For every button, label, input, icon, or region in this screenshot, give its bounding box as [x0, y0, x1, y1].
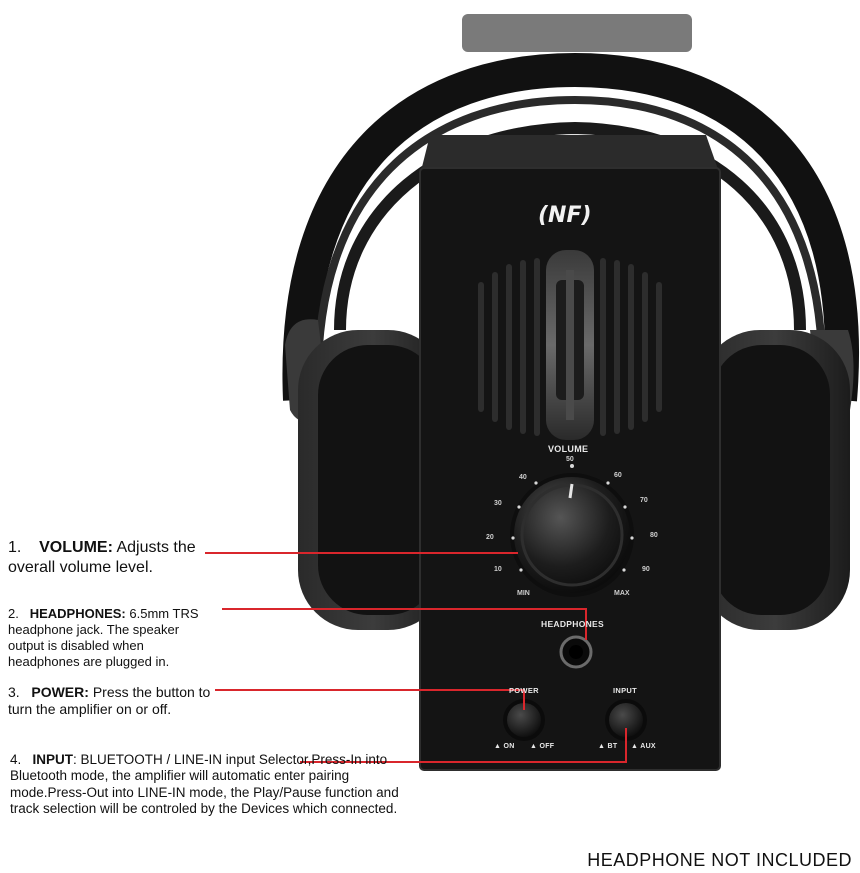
callout-volume: 1. VOLUME: Adjusts the overall volume le…: [8, 538, 218, 577]
headphone-headband: [282, 52, 859, 402]
input-bt-label: ▲ BT: [598, 743, 618, 750]
input-bt-text: BT: [607, 743, 618, 750]
callout-input-title: INPUT: [32, 752, 74, 767]
input-panel-label: INPUT: [613, 686, 637, 695]
power-button[interactable]: [503, 699, 545, 741]
callout-input-text: : BLUETOOTH / LINE-IN input Selector,Pre…: [10, 752, 399, 817]
volume-tick-50: 50: [566, 456, 574, 463]
callout-line-input: [300, 728, 627, 763]
volume-tick-30: 30: [494, 500, 502, 507]
tube-window: [478, 250, 662, 440]
volume-tick-10: 10: [494, 566, 502, 573]
headphone-stand: [462, 14, 692, 52]
power-panel-label: POWER: [509, 686, 539, 695]
input-selector-button[interactable]: [605, 699, 647, 741]
volume-tick-60: 60: [614, 472, 622, 479]
headphone-jack[interactable]: [559, 635, 593, 669]
volume-tick-90: 90: [642, 566, 650, 573]
callout-headphones-title: HEADPHONES:: [29, 606, 126, 621]
callout-headphones-number: 2.: [8, 606, 19, 621]
callout-power-text: Press the button to turn the amplifier o…: [8, 684, 211, 718]
brand-logo: (NF): [538, 203, 592, 228]
left-ear-cup: [285, 319, 448, 630]
volume-tick-20: 20: [486, 534, 494, 541]
callout-input: 4. INPUT: BLUETOOTH / LINE-IN input Sele…: [10, 752, 410, 818]
right-ear-cup: [700, 330, 854, 630]
callout-input-number: 4.: [10, 752, 22, 767]
callout-power-title: POWER:: [31, 684, 89, 700]
power-on-label: ▲ ON: [494, 743, 515, 750]
volume-tick-max: MAX: [614, 590, 630, 597]
headphones-panel-label: HEADPHONES: [541, 619, 604, 629]
callout-power-number: 3.: [8, 684, 20, 700]
headphone-not-included-note: HEADPHONE NOT INCLUDED: [587, 850, 852, 870]
callout-volume-title: VOLUME:: [39, 539, 113, 556]
input-aux-text: AUX: [640, 743, 656, 750]
volume-title-label: VOLUME: [548, 444, 589, 454]
input-aux-label: ▲ AUX: [631, 743, 656, 750]
volume-tick-40: 40: [519, 474, 527, 481]
power-off-label: ▲ OFF: [530, 743, 555, 750]
power-on-text: ON: [503, 743, 515, 750]
callout-headphones: 2. HEADPHONES: 6.5mm TRS headphone jack.…: [8, 606, 218, 669]
callout-volume-number: 1.: [8, 539, 22, 556]
callout-line-headphones: [222, 608, 587, 640]
volume-tick-70: 70: [640, 497, 648, 504]
volume-tick-min: MIN: [517, 590, 530, 597]
callout-line-power: [215, 689, 525, 710]
callout-power: 3. POWER: Press the button to turn the a…: [8, 684, 218, 718]
callout-volume-text: Adjusts the overall volume level.: [8, 539, 196, 576]
volume-knob[interactable]: [510, 464, 634, 597]
callout-lines: [205, 552, 627, 763]
volume-tick-80: 80: [650, 532, 658, 539]
power-off-text: OFF: [539, 743, 555, 750]
callout-headphones-text: 6.5mm TRS headphone jack. The speaker ou…: [8, 606, 199, 669]
